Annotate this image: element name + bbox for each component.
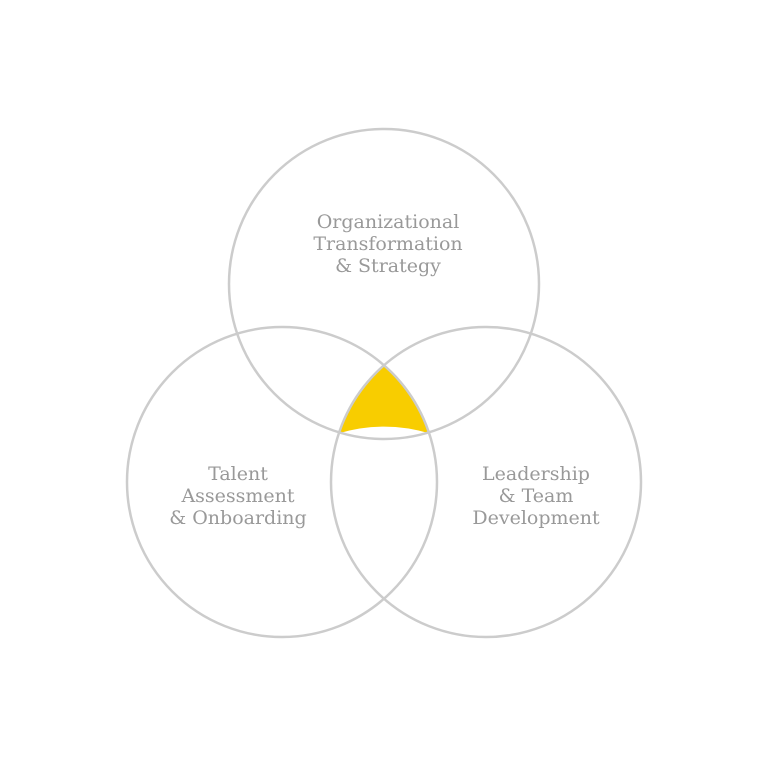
left-label-line-2: Assessment <box>180 485 294 507</box>
top-label-line-2: Transformation <box>313 233 462 255</box>
label-leadership-team: Leadership & Team Development <box>472 463 600 529</box>
right-label-line-1: Leadership <box>482 463 590 485</box>
right-label-line-3: Development <box>472 507 600 529</box>
venn-circle-right <box>329 325 643 639</box>
right-label-line-2: & Team <box>499 485 574 507</box>
left-label-line-3: & Onboarding <box>169 507 306 529</box>
label-organizational-transformation: Organizational Transformation & Strategy <box>313 211 462 277</box>
left-label-line-1: Talent <box>208 463 268 485</box>
label-talent-assessment: Talent Assessment & Onboarding <box>169 463 306 529</box>
venn-circle-left <box>125 325 439 639</box>
top-label-line-3: & Strategy <box>335 255 441 277</box>
top-label-line-1: Organizational <box>317 211 460 233</box>
venn-center-intersection <box>338 366 430 434</box>
venn-circle-top <box>227 127 541 441</box>
